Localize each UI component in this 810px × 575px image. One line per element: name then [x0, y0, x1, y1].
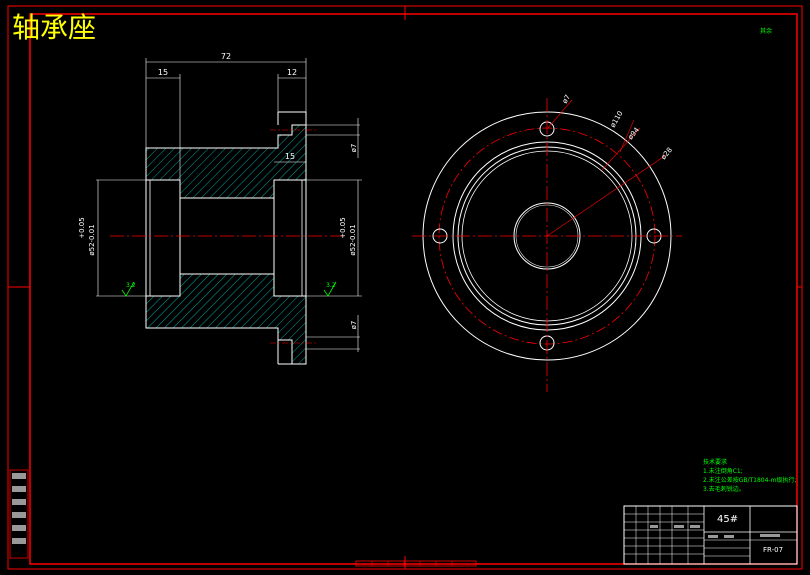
tech-requirement-line: 2.未注公差按GB/T1804-m级执行;	[703, 477, 797, 484]
drawing-title: 轴承座	[12, 11, 97, 44]
roughness-right: 3.2	[326, 282, 336, 289]
tech-requirements: 技术要求 1.未注倒角C1; 2.未注公差按GB/T1804-m级执行; 3.去…	[703, 458, 796, 494]
section-dimensions: 72 15 12 15 ø7 ø7 ø52-0.01 +0.05 ø52-0.0…	[78, 52, 362, 352]
material-label: 45#	[717, 514, 739, 525]
dim-bore-right: ø52-0.01	[349, 224, 357, 255]
dim-hole-circle: ø7	[561, 93, 572, 105]
dim-bore-left: ø52-0.01	[88, 224, 96, 255]
dim-inner-dia: ø28	[659, 146, 674, 161]
dim-hole-bottom: ø7	[350, 321, 358, 330]
tech-requirements-heading: 技术要求	[703, 459, 728, 466]
dim-bore-step: 15	[285, 152, 295, 161]
front-view: ø7 ø110 ø94 ø28	[412, 93, 682, 392]
dim-bore-left-tol: +0.05	[78, 217, 86, 238]
dim-overall-length: 72	[221, 52, 231, 61]
dim-hole-top: ø7	[350, 144, 358, 153]
tech-requirement-line: 3.去毛刺锐边。	[703, 486, 745, 493]
tech-requirement-line: 1.未注倒角C1;	[703, 468, 743, 475]
dim-left-shoulder: 15	[158, 68, 168, 77]
title-block	[623, 505, 798, 565]
drawing-frame	[7, 5, 803, 570]
dim-pitch-dia: ø94	[626, 126, 641, 142]
section-view	[110, 111, 345, 365]
dim-outer-dia: ø110	[609, 110, 625, 129]
dim-flange-width: 12	[287, 68, 297, 77]
drawing-number: FR-07	[763, 546, 784, 554]
roughness-left: 3.2	[126, 282, 136, 289]
dim-bore-right-tol: +0.05	[339, 217, 347, 238]
surface-roughness-note: 其余	[760, 28, 773, 35]
